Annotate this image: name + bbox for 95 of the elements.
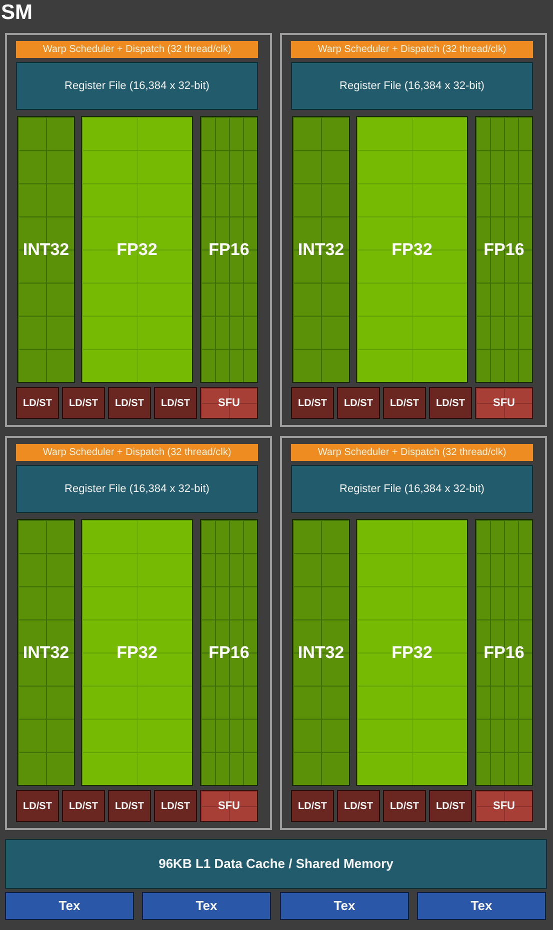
scheduler-label: Warp Scheduler + Dispatch (32 thread/clk) — [42, 44, 232, 54]
partition-frame — [280, 33, 547, 427]
scheduler-label: Warp Scheduler + Dispatch (32 thread/clk) — [318, 448, 506, 458]
scheduler-bar — [291, 444, 533, 461]
ldst-unit — [154, 790, 197, 822]
scheduler-label: Warp Scheduler + Dispatch (32 thread/clk) — [42, 448, 232, 458]
ldst-unit — [429, 790, 472, 822]
scheduler-bar — [16, 41, 258, 58]
core-label: INT32 — [22, 238, 70, 261]
l1-cache-block — [5, 839, 547, 889]
fp16-core-block — [200, 116, 258, 383]
fp32-core-block — [81, 116, 193, 383]
partition-frame — [5, 33, 272, 427]
unit-label: LD/ST — [390, 396, 419, 410]
core-label: FP16 — [208, 238, 250, 261]
unit-label: LD/ST — [23, 800, 52, 814]
core-label: FP32 — [392, 238, 432, 261]
unit-label: LD/ST — [23, 396, 52, 410]
unit-label: LD/ST — [344, 800, 373, 814]
core-label: FP32 — [392, 642, 432, 664]
ldst-unit — [154, 387, 197, 419]
unit-label: Tex — [196, 897, 218, 916]
sfu-unit — [200, 387, 258, 419]
register-file-block — [291, 465, 533, 513]
register-file-label: Register File (16,384 x 32-bit) — [64, 78, 210, 94]
texture-unit — [5, 892, 134, 920]
partition-frame — [5, 436, 272, 830]
sfu-unit — [200, 790, 258, 822]
register-file-label: Register File (16,384 x 32-bit) — [340, 78, 484, 94]
core-label: INT32 — [22, 642, 70, 664]
ldst-unit — [291, 387, 334, 419]
unit-label: LD/ST — [115, 396, 144, 410]
core-label: FP32 — [116, 238, 158, 261]
unit-label: LD/ST — [115, 800, 144, 814]
register-file-block — [16, 62, 258, 110]
unit-label: LD/ST — [390, 800, 419, 814]
unit-label: LD/ST — [69, 800, 98, 814]
core-label: FP16 — [208, 642, 250, 664]
unit-label: Tex — [334, 897, 356, 916]
ldst-unit — [62, 790, 105, 822]
ldst-unit — [291, 790, 334, 822]
partition-frame — [280, 436, 547, 830]
unit-label: LD/ST — [436, 800, 465, 814]
unit-label: LD/ST — [298, 800, 327, 814]
core-label: INT32 — [298, 642, 344, 664]
register-file-label: Register File (16,384 x 32-bit) — [340, 482, 484, 497]
title: SM — [1, 2, 32, 23]
ldst-unit — [337, 387, 380, 419]
unit-label: SFU — [493, 798, 515, 814]
register-file-label: Register File (16,384 x 32-bit) — [64, 482, 210, 497]
cache-label: 96KB L1 Data Cache / Shared Memory — [158, 855, 394, 874]
ldst-unit — [383, 387, 426, 419]
sfu-unit — [475, 790, 533, 822]
unit-label: SFU — [218, 798, 240, 814]
fp32-core-block — [356, 519, 468, 786]
core-label: FP16 — [484, 238, 524, 261]
unit-label: Tex — [58, 897, 80, 916]
register-file-block — [291, 62, 533, 110]
unit-label: SFU — [493, 396, 515, 411]
texture-unit — [142, 892, 271, 920]
unit-label: LD/ST — [69, 396, 98, 410]
unit-label: LD/ST — [344, 396, 373, 410]
unit-label: LD/ST — [436, 396, 465, 410]
register-file-block — [16, 465, 258, 513]
core-label: FP32 — [116, 642, 158, 664]
ldst-unit — [16, 790, 59, 822]
int32-core-block — [17, 519, 75, 786]
int32-core-block — [292, 519, 350, 786]
fp16-core-block — [475, 519, 533, 786]
scheduler-bar — [291, 41, 533, 58]
sfu-unit — [475, 387, 533, 419]
unit-label: SFU — [218, 396, 240, 411]
scheduler-bar — [16, 444, 258, 461]
ldst-unit — [429, 387, 472, 419]
unit-label: LD/ST — [298, 396, 327, 410]
unit-label: Tex — [470, 897, 492, 916]
int32-core-block — [17, 116, 75, 383]
ldst-unit — [383, 790, 426, 822]
ldst-unit — [16, 387, 59, 419]
ldst-unit — [108, 387, 151, 419]
core-label: FP16 — [484, 642, 524, 664]
unit-label: LD/ST — [161, 396, 190, 410]
unit-label: LD/ST — [161, 800, 190, 814]
int32-core-block — [292, 116, 350, 383]
core-label: INT32 — [298, 238, 344, 261]
texture-unit — [417, 892, 546, 920]
texture-unit — [280, 892, 409, 920]
fp32-core-block — [356, 116, 468, 383]
ldst-unit — [108, 790, 151, 822]
scheduler-label: Warp Scheduler + Dispatch (32 thread/clk) — [318, 44, 506, 54]
fp16-core-block — [200, 519, 258, 786]
ldst-unit — [337, 790, 380, 822]
ldst-unit — [62, 387, 105, 419]
fp32-core-block — [81, 519, 193, 786]
fp16-core-block — [475, 116, 533, 383]
